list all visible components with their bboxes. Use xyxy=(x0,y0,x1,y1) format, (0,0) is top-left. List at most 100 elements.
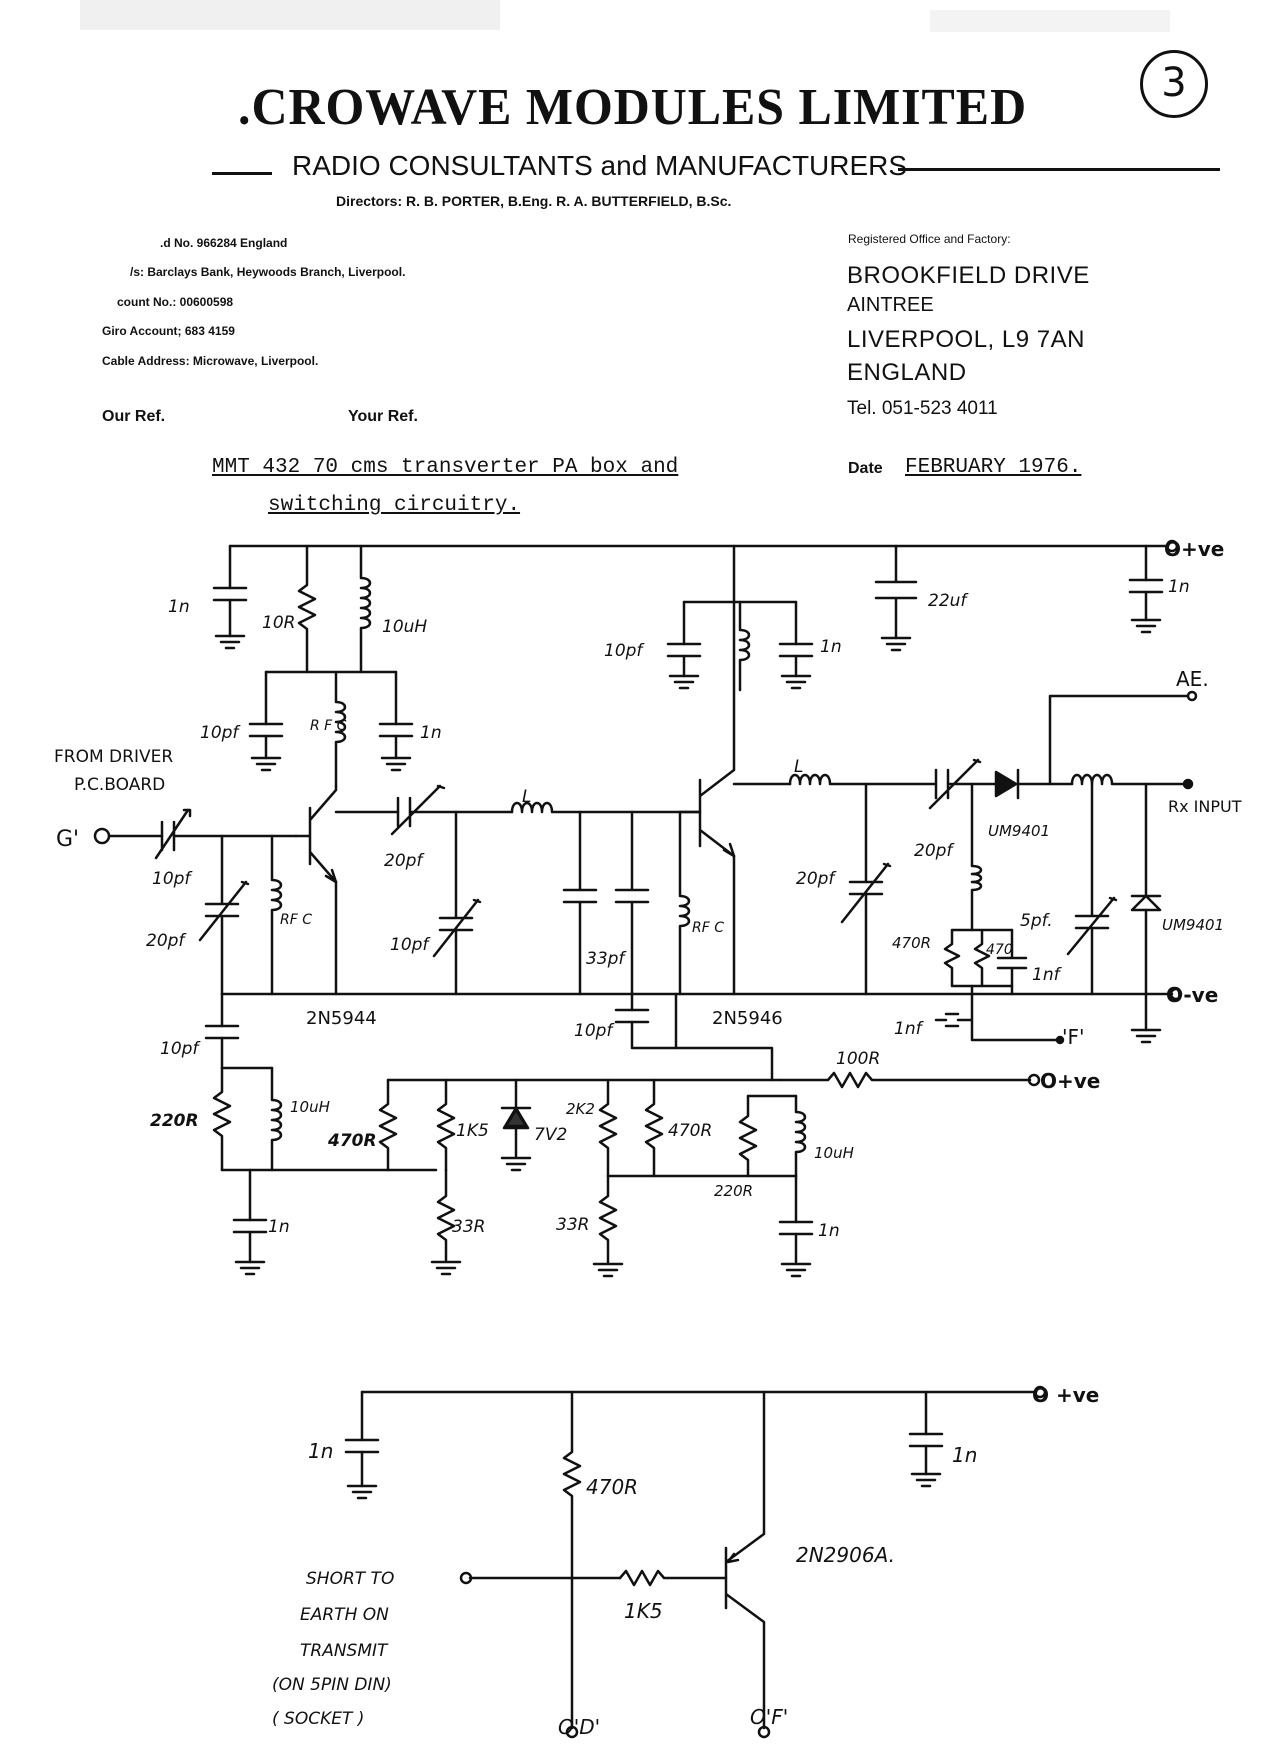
switch-label-d: O'D' xyxy=(558,1715,600,1739)
feed-wire-mid xyxy=(674,992,774,1082)
ae-wire xyxy=(1048,694,1190,786)
capacitor-1n-collector-b xyxy=(778,600,814,690)
capacitor-20pf-trimmer-c xyxy=(840,782,892,996)
telephone: Tel. 051-523 4011 xyxy=(847,398,998,419)
resistor-470r-b xyxy=(644,1078,664,1178)
switch-transistor-2n2906a xyxy=(724,1390,771,1739)
input-terminal-g xyxy=(93,827,111,845)
label-c-10pf-mid: 10pf xyxy=(574,1021,615,1041)
faded-stamp xyxy=(80,0,500,30)
bias-inductor-diode xyxy=(970,782,983,932)
switch-label-transistor: 2N2906A. xyxy=(796,1543,895,1567)
resistor-220r-b xyxy=(738,1094,758,1178)
switch-capacitor-1n-right xyxy=(908,1390,944,1488)
resistor-33r-b xyxy=(592,1174,624,1278)
switch-capacitor-1n-left xyxy=(344,1390,380,1500)
date-label: Date xyxy=(848,460,883,477)
switch-label-r-470r: 470R xyxy=(586,1475,638,1499)
address-line-2: AINTREE xyxy=(847,294,934,316)
label-rail-pos: O+ve xyxy=(1164,537,1224,561)
label-r-220r-b: 220R xyxy=(714,1182,753,1200)
label-diode-a: UM9401 xyxy=(988,822,1050,840)
faded-stamp-right xyxy=(930,10,1170,32)
resistor-100r xyxy=(778,1071,1041,1089)
bankers-line: /s: Barclays Bank, Heywoods Branch, Live… xyxy=(130,265,406,279)
resistor-2k2 xyxy=(598,1078,618,1178)
rfc-collector-a xyxy=(334,670,347,788)
rfc-base-a xyxy=(270,834,283,996)
switch-note-3: TRANSMIT xyxy=(300,1641,389,1661)
label-transistor-1: 2N5944 xyxy=(306,1008,377,1029)
capacitor-20pf-trimmer-a xyxy=(198,834,250,996)
label-r-33r-b: 33R xyxy=(556,1215,589,1235)
label-c-10pf-low: 10pf xyxy=(160,1039,201,1059)
label-c-20pf-b: 20pf xyxy=(384,851,425,871)
page-number-mark: 3 xyxy=(1140,50,1208,118)
label-c-5pf: 5pf. xyxy=(1020,911,1053,931)
label-r-100r: 100R xyxy=(836,1049,880,1069)
switch-resistor-1k5 xyxy=(618,1569,728,1587)
switch-label-f: O'F' xyxy=(750,1705,788,1729)
zener-7v2 xyxy=(500,1078,532,1172)
label-c-20pf-c: 20pf xyxy=(914,841,955,861)
switch-label-r-1k5: 1K5 xyxy=(624,1599,663,1623)
rfc-collector-b xyxy=(738,600,751,692)
capacitor-1nf-a xyxy=(996,928,1028,996)
transistor-2n5946-symbol xyxy=(678,544,736,996)
ground-right xyxy=(1130,1028,1162,1044)
label-pos-feed: O+ve xyxy=(1040,1069,1100,1093)
company-name: .CROWAVE MODULES LIMITED xyxy=(238,79,1028,136)
label-l-a: L xyxy=(522,787,531,807)
capacitor-5pf-trimmer xyxy=(1066,782,1118,996)
switch-label-pos: O +ve xyxy=(1032,1383,1099,1407)
label-r-470r-a: 470R xyxy=(327,1131,377,1151)
diode-um9401-b xyxy=(1130,782,1162,996)
diode-um9401-a xyxy=(994,768,1074,800)
resistor-33r-a xyxy=(430,1168,462,1276)
label-diode-b: UM9401 xyxy=(1162,916,1224,934)
capacitor-20pf-series-b xyxy=(928,758,998,810)
cable-line: Cable Address: Microwave, Liverpool. xyxy=(102,354,319,368)
label-c-1n-c: 1n xyxy=(820,637,842,657)
label-r-220r-a: 220R xyxy=(150,1111,199,1131)
our-ref-label: Our Ref. xyxy=(102,408,166,425)
label-ae: AE. xyxy=(1176,667,1209,691)
label-f: 'F' xyxy=(1062,1025,1085,1049)
label-l-b: L xyxy=(794,757,803,777)
tagline: RADIO CONSULTANTS and MANUFACTURERS xyxy=(292,150,908,181)
capacitor-10pf-bottom-left xyxy=(204,992,240,1070)
ae-terminal xyxy=(1186,690,1198,702)
label-c-10pf-trim: 10pf xyxy=(390,935,431,955)
label-r-33r-a: 33R xyxy=(452,1217,485,1237)
inductor-10uh-b xyxy=(270,1066,283,1172)
capacitor-1n-collector-a xyxy=(378,670,414,772)
registered-office-label: Registered Office and Factory: xyxy=(848,232,1011,246)
label-r-10r: 10R xyxy=(262,613,295,633)
label-c-1n-b: 1n xyxy=(420,723,442,743)
label-r-470-a: 470R xyxy=(892,934,931,952)
positive-rail xyxy=(228,539,1179,553)
switch-note-2: EARTH ON xyxy=(300,1605,389,1625)
capacitor-1n-top-right xyxy=(1128,544,1164,634)
label-c-20pf-a: 20pf xyxy=(146,931,187,951)
label-c-22uf: 22uf xyxy=(928,591,969,611)
label-c-20pf-d: 20pf xyxy=(796,869,837,889)
switch-resistor-470r xyxy=(562,1390,582,1739)
subject-line-1: MMT 432 70 cms transverter PA box and xyxy=(212,456,679,479)
label-r-470-b: 470 xyxy=(986,942,1013,958)
inductor-l-b xyxy=(788,773,938,786)
subject-line-2: switching circuitry. xyxy=(268,494,521,517)
label-c-1n-e: 1n xyxy=(268,1217,290,1237)
label-neg-rail: O-ve xyxy=(1166,983,1218,1007)
rfc-base-b xyxy=(678,810,691,996)
label-c-1n-d: 1n xyxy=(1168,577,1190,597)
account-line: count No.: 00600598 xyxy=(117,295,234,309)
label-c-10pf-b: 10pf xyxy=(604,641,645,661)
directors-line: Directors: R. B. PORTER, B.Eng. R. A. BU… xyxy=(336,193,732,209)
capacitor-20pf-series-a xyxy=(390,784,514,836)
label-from-driver-1: FROM DRIVER xyxy=(54,747,173,767)
resistor-470-pair xyxy=(943,928,1014,988)
label-rfc-b: RF C xyxy=(280,912,312,928)
capacitor-1n-bottom-b xyxy=(778,1174,814,1278)
tagline-rule-left xyxy=(212,172,272,175)
